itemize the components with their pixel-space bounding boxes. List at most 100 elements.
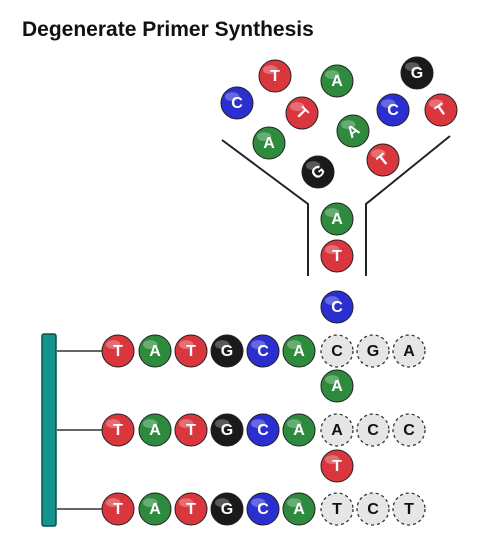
pending-position: T — [320, 492, 354, 526]
pending-position: C — [392, 413, 426, 447]
primer-nucleotide: A — [282, 492, 316, 526]
nucleotide-highlight — [381, 99, 396, 109]
primer-nucleotide: T — [101, 334, 135, 368]
nucleotide-letter: A — [403, 343, 415, 360]
nucleotide-letter: A — [331, 211, 343, 228]
primer-nucleotide: A — [138, 413, 172, 447]
funnel-right-wall — [365, 135, 451, 276]
nucleotide-ball — [246, 413, 280, 447]
funnel — [221, 135, 451, 276]
nucleotide-highlight — [306, 161, 321, 171]
nucleotide-letter: A — [149, 422, 161, 439]
primer-nucleotide: A — [282, 413, 316, 447]
nucleotide-highlight — [429, 99, 444, 109]
primer-nucleotide: T — [101, 492, 135, 526]
nucleotide-letter: A — [149, 501, 161, 518]
nucleotide-letter: C — [257, 501, 269, 518]
primer-nucleotide: G — [210, 413, 244, 447]
nucleotide-ball — [210, 492, 244, 526]
nucleotide-highlight — [179, 340, 194, 350]
nucleotide-ball — [174, 334, 208, 368]
funnel-nucleotide: A — [320, 202, 354, 236]
primer-nucleotide: T — [174, 492, 208, 526]
nucleotide-letter: T — [186, 501, 196, 518]
nucleotide-ball — [392, 413, 426, 447]
nucleotide-letter: G — [411, 65, 423, 82]
nucleotide-highlight — [215, 498, 230, 508]
nucleotide-ball — [392, 334, 426, 368]
nucleotide-ball — [301, 155, 335, 189]
free-nucleotide: G — [301, 155, 335, 189]
nucleotide-ball — [320, 290, 354, 324]
pending-position: T — [392, 492, 426, 526]
nucleotide-highlight — [405, 62, 420, 72]
nucleotide-ball — [376, 93, 410, 127]
page-title: Degenerate Primer Synthesis — [22, 18, 314, 41]
nucleotide-highlight — [179, 498, 194, 508]
primer-nucleotide: G — [210, 334, 244, 368]
nucleotide-highlight — [325, 70, 340, 80]
primer-nucleotide: A — [282, 334, 316, 368]
nucleotide-ball — [101, 413, 135, 447]
nucleotide-ball — [320, 492, 354, 526]
nucleotide-ball — [424, 93, 458, 127]
nucleotide-letter: T — [332, 458, 342, 475]
free-nucleotide: A — [320, 64, 354, 98]
nucleotide-letter: C — [257, 422, 269, 439]
primer-nucleotide: T — [174, 334, 208, 368]
primer-nucleotide: C — [246, 334, 280, 368]
pending-position: A — [392, 334, 426, 368]
nucleotide-ball — [320, 239, 354, 273]
nucleotide-letter: A — [293, 501, 305, 518]
nucleotide-letter: C — [331, 343, 343, 360]
nucleotide-highlight — [287, 498, 302, 508]
nucleotide-highlight — [106, 498, 121, 508]
nucleotide-highlight — [251, 419, 266, 429]
nucleotide-ball — [366, 143, 400, 177]
nucleotide-ball — [356, 492, 390, 526]
nucleotide-highlight — [325, 245, 340, 255]
nucleotide-ball — [246, 334, 280, 368]
nucleotide-letter: A — [293, 343, 305, 360]
nucleotide-ball — [138, 413, 172, 447]
pending-position: A — [320, 413, 354, 447]
nucleotide-letter: C — [403, 422, 415, 439]
nucleotide-highlight — [251, 340, 266, 350]
nucleotide-letter: C — [367, 422, 379, 439]
nucleotide-highlight — [215, 340, 230, 350]
nucleotide-highlight — [325, 296, 340, 306]
nucleotide-ball — [282, 492, 316, 526]
pending-position: G — [356, 334, 390, 368]
free-nucleotide: C — [220, 86, 254, 120]
nucleotide-letter: T — [270, 68, 280, 85]
nucleotide-highlight — [287, 340, 302, 350]
solid-support-bar — [41, 333, 57, 527]
nucleotide-letter: T — [113, 501, 123, 518]
pending-position: C — [356, 413, 390, 447]
primer-nucleotide: T — [101, 413, 135, 447]
primer-nucleotide: C — [246, 492, 280, 526]
nucleotide-ball — [246, 492, 280, 526]
incoming-nucleotide: C — [320, 290, 354, 324]
nucleotide-ball — [356, 413, 390, 447]
nucleotide-highlight — [106, 419, 121, 429]
free-nucleotide: G — [400, 56, 434, 90]
nucleotide-highlight — [325, 375, 340, 385]
nucleotide-highlight — [371, 149, 386, 159]
nucleotide-highlight — [257, 132, 272, 142]
nucleotide-letter: G — [221, 501, 233, 518]
nucleotide-letter: T — [186, 343, 196, 360]
primer-nucleotide: A — [138, 492, 172, 526]
nucleotide-highlight — [325, 208, 340, 218]
nucleotide-letter: T — [332, 501, 342, 518]
nucleotide-letter: A — [331, 378, 343, 395]
nucleotide-ball — [320, 413, 354, 447]
nucleotide-letter: T — [186, 422, 196, 439]
nucleotide-ball — [320, 369, 354, 403]
nucleotide-letter: C — [257, 343, 269, 360]
